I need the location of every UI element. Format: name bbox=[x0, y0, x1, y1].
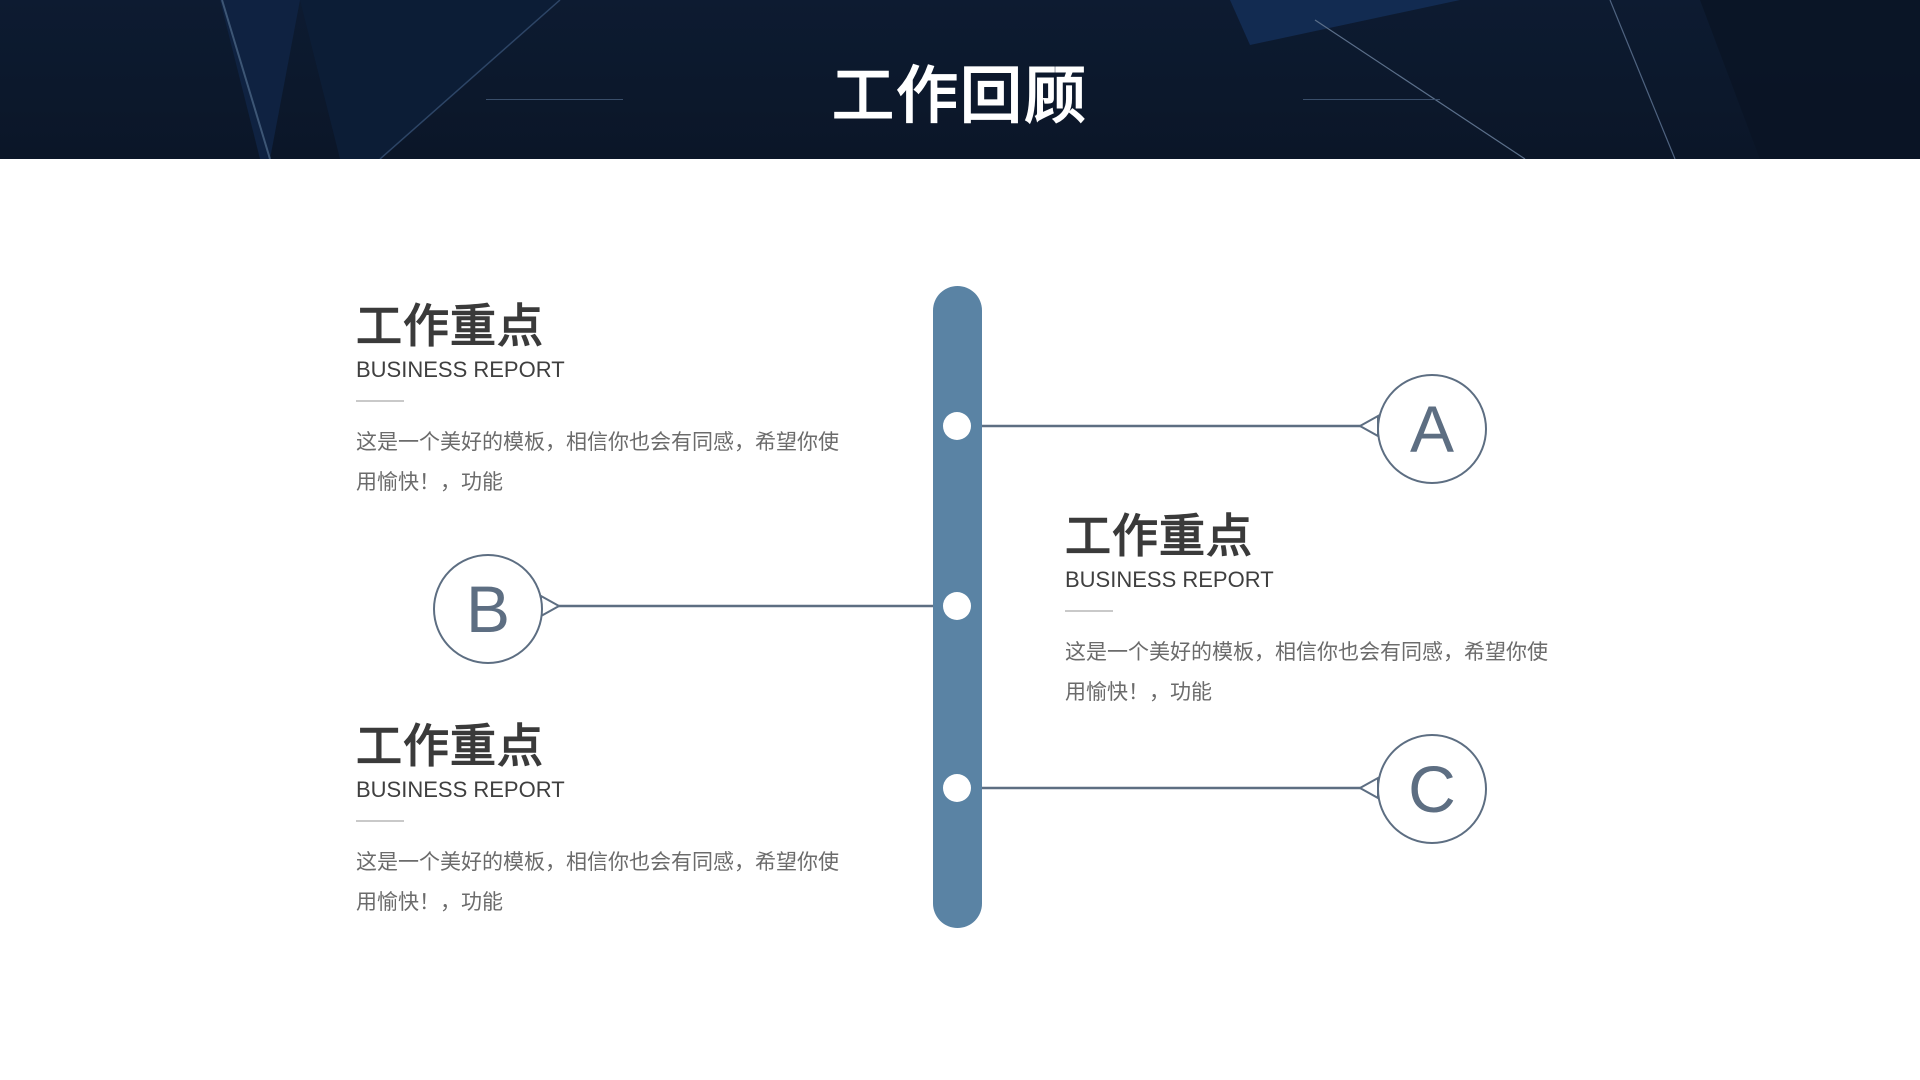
banner-background-graphic bbox=[220, 0, 1920, 159]
badge-c: C bbox=[1377, 734, 1487, 844]
block-body-text: 这是一个美好的模板，相信你也会有同感，希望你使用愉快！，功能 bbox=[1065, 640, 1548, 704]
block-heading: 工作重点 bbox=[1065, 509, 1253, 563]
page-title: 工作回顾 bbox=[831, 59, 1088, 132]
timeline-node-a bbox=[943, 412, 971, 440]
timeline-node-b bbox=[943, 592, 971, 620]
block-divider bbox=[356, 820, 404, 822]
text-block-top-left: 工作重点 BUSINESS REPORT 这是一个美好的模板，相信你也会有同感，… bbox=[356, 298, 876, 502]
badge-a: A bbox=[1377, 374, 1487, 484]
block-subheading: BUSINESS REPORT bbox=[1065, 567, 1274, 592]
title-decor-line-left bbox=[486, 99, 623, 100]
timeline-node-c bbox=[943, 774, 971, 802]
badge-b: B bbox=[433, 554, 543, 664]
block-divider bbox=[356, 400, 404, 402]
block-heading: 工作重点 bbox=[356, 299, 544, 353]
block-heading: 工作重点 bbox=[356, 719, 544, 773]
badge-c-pointer bbox=[1357, 776, 1379, 800]
text-block-right: 工作重点 BUSINESS REPORT 这是一个美好的模板，相信你也会有同感，… bbox=[1065, 508, 1585, 712]
block-divider bbox=[1065, 610, 1113, 612]
title-decor-line-right bbox=[1303, 99, 1440, 100]
header-banner: 工作回顾 bbox=[0, 0, 1920, 159]
block-body-text: 这是一个美好的模板，相信你也会有同感，希望你使用愉快！，功能 bbox=[356, 430, 839, 494]
badge-a-pointer bbox=[1357, 414, 1379, 438]
block-body-text: 这是一个美好的模板，相信你也会有同感，希望你使用愉快！，功能 bbox=[356, 850, 839, 914]
text-block-bottom-left: 工作重点 BUSINESS REPORT 这是一个美好的模板，相信你也会有同感，… bbox=[356, 718, 876, 922]
badge-b-pointer bbox=[540, 594, 562, 618]
block-subheading: BUSINESS REPORT bbox=[356, 777, 565, 802]
block-subheading: BUSINESS REPORT bbox=[356, 357, 565, 382]
